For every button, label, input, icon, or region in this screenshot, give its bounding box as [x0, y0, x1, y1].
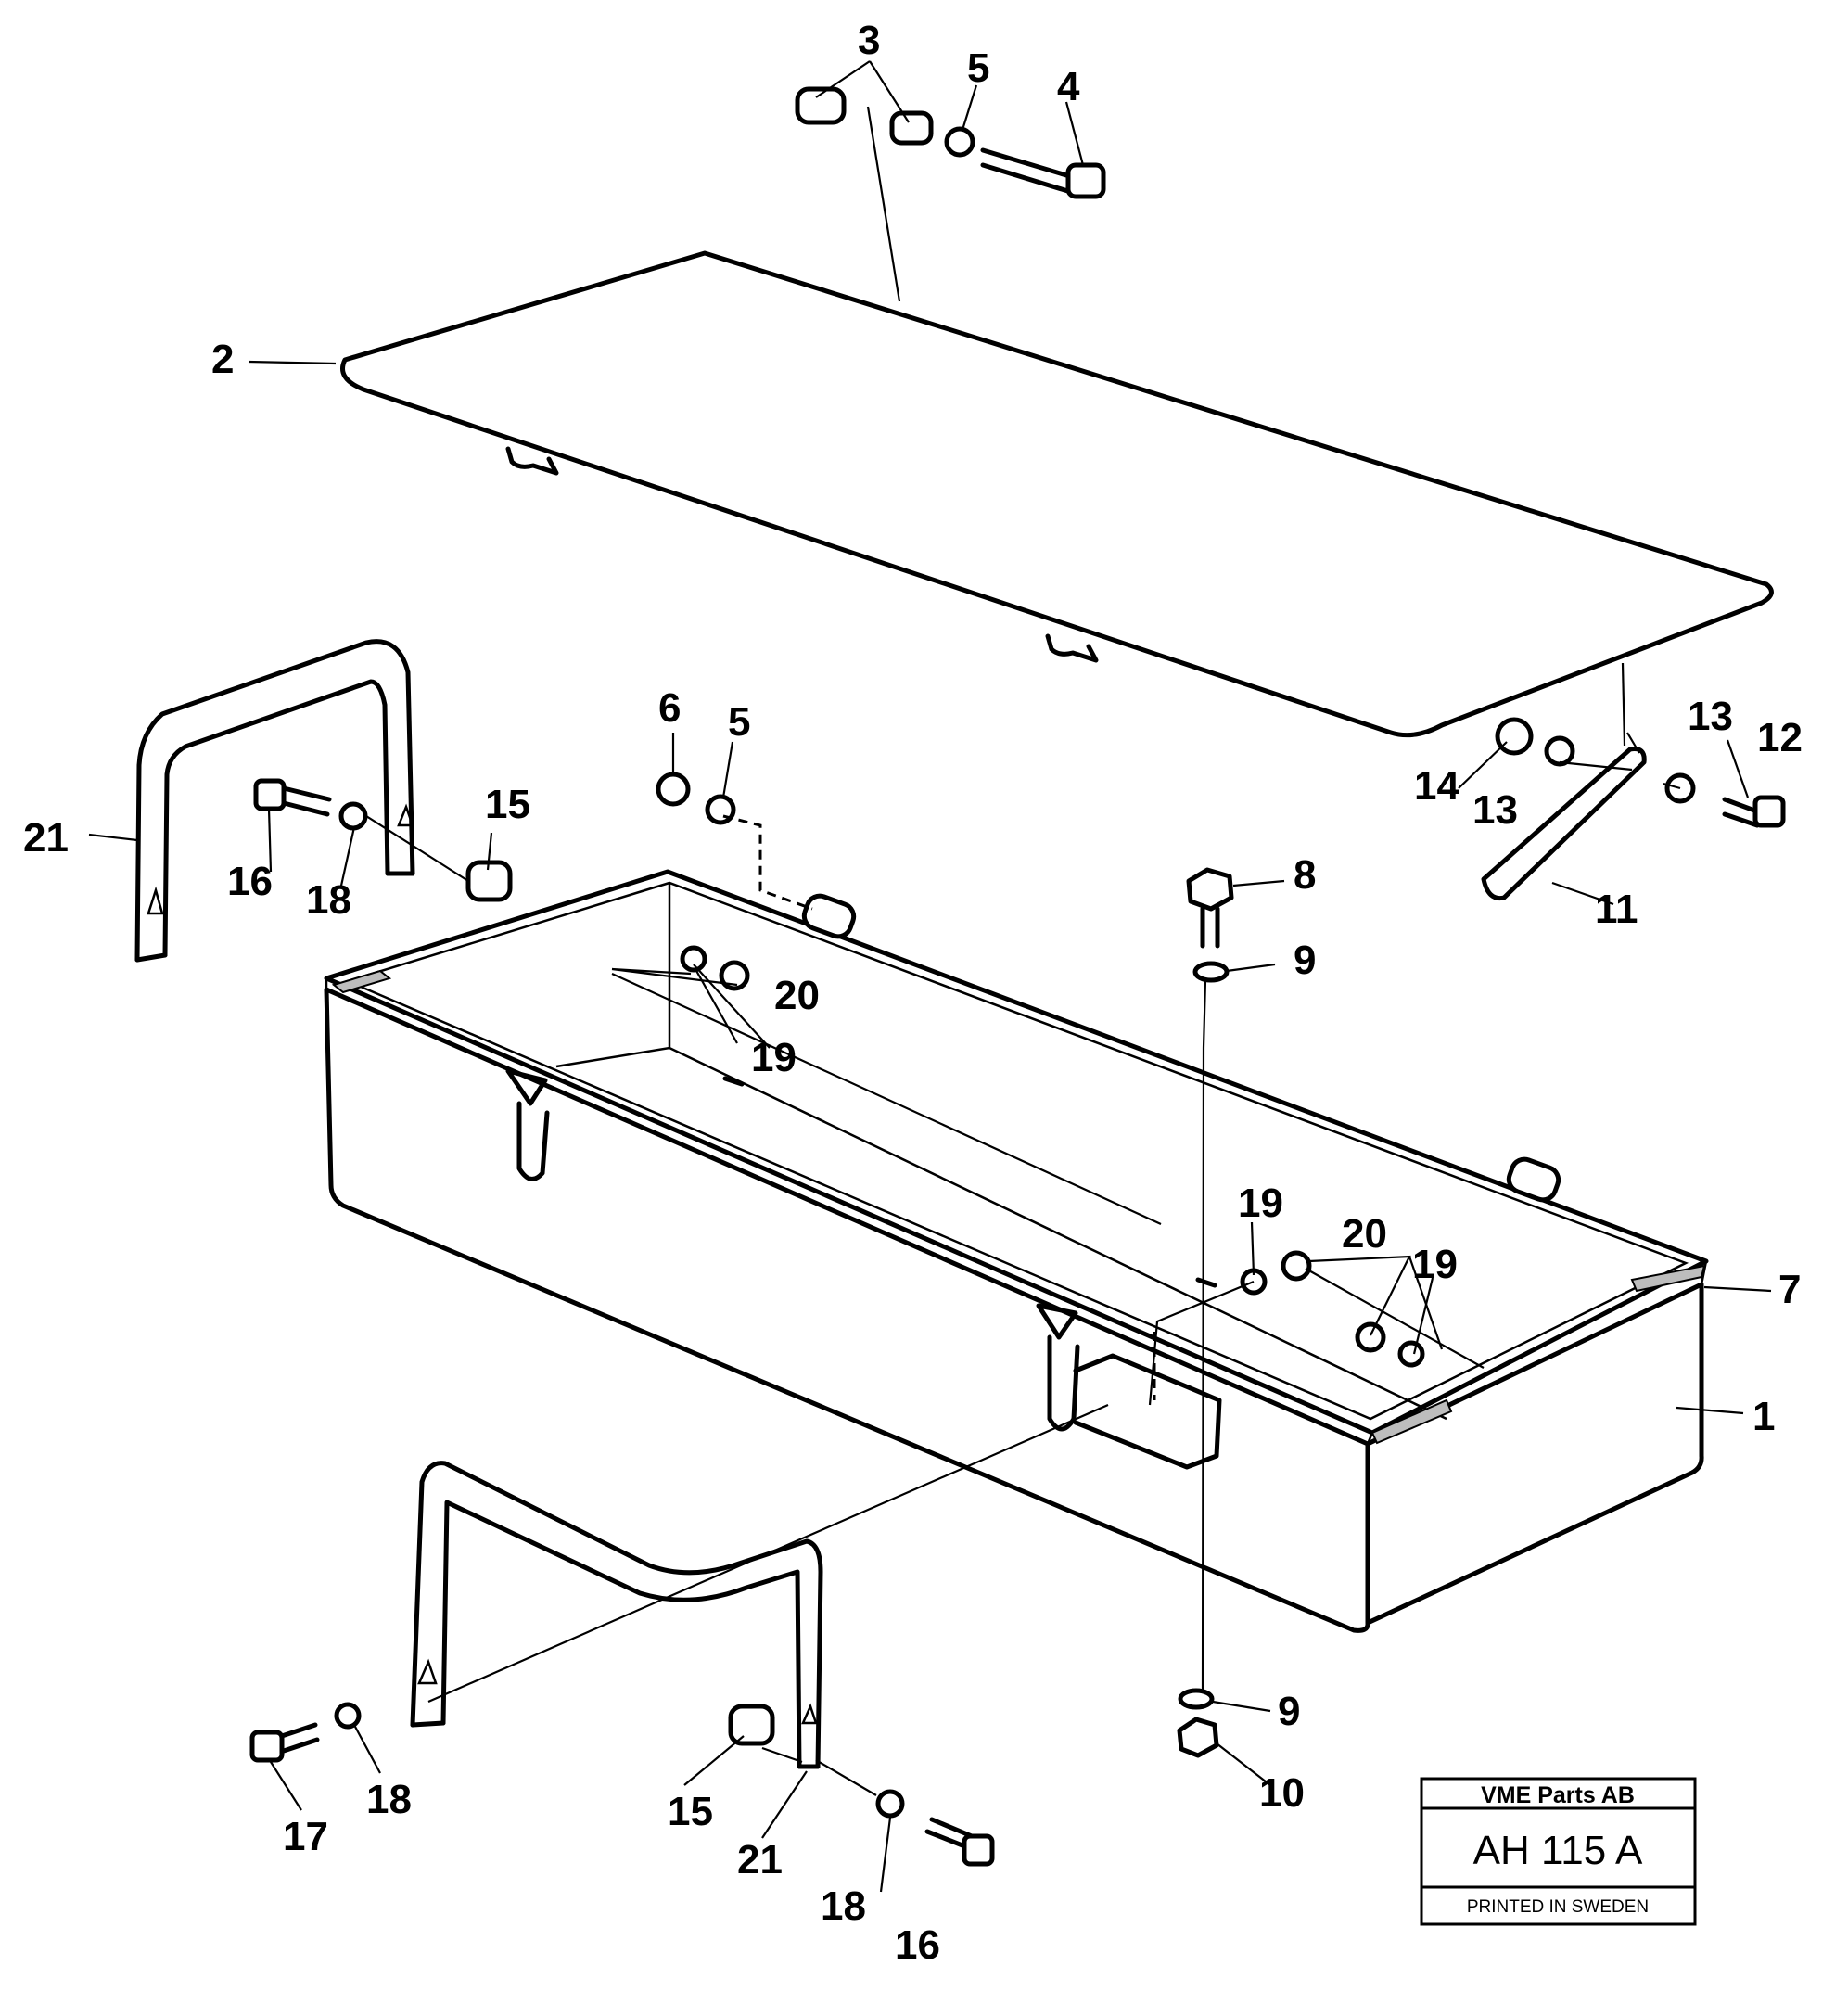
callout-15: 15 [668, 1789, 713, 1834]
callout-9: 9 [1278, 1689, 1300, 1734]
callout-21: 21 [23, 815, 69, 861]
leader-lines [88, 60, 1772, 1893]
callout-12: 12 [1757, 715, 1803, 760]
callout-9: 9 [1294, 938, 1316, 983]
title-block: VME Parts AB AH 115 A PRINTED IN SWEDEN [1420, 1777, 1697, 1926]
box-part-1 [324, 869, 1709, 1633]
callout-6: 6 [658, 685, 681, 731]
callout-14: 14 [1414, 763, 1459, 809]
handle-lower-part-21 [410, 1461, 823, 1769]
callout-5: 5 [728, 699, 750, 745]
callout-4: 4 [1057, 64, 1080, 109]
title-block-drawing-code: AH 115 A [1473, 1828, 1643, 1873]
handle-upper-part-21 [134, 639, 415, 963]
title-block-footer: PRINTED IN SWEDEN [1467, 1897, 1649, 1917]
callout-13: 13 [1472, 787, 1518, 833]
callout-7: 7 [1778, 1267, 1801, 1312]
callout-8: 8 [1294, 852, 1316, 898]
callout-21: 21 [737, 1837, 783, 1883]
callout-18: 18 [366, 1777, 412, 1822]
callout-labels: 3 5 4 2 6 5 15 21 16 18 13 12 14 13 11 8… [23, 18, 1803, 1968]
callout-2: 2 [211, 337, 234, 382]
callout-16: 16 [895, 1922, 940, 1968]
callout-20: 20 [1342, 1211, 1387, 1257]
fasteners [249, 86, 1786, 1867]
callout-1: 1 [1752, 1394, 1775, 1439]
callout-17: 17 [283, 1814, 328, 1859]
callout-19: 19 [1412, 1242, 1458, 1287]
callout-13: 13 [1688, 694, 1733, 739]
callout-11: 11 [1595, 887, 1638, 932]
callout-18: 18 [306, 877, 351, 923]
callout-19: 19 [1238, 1181, 1283, 1226]
title-block-company: VME Parts AB [1481, 1782, 1635, 1808]
callout-3: 3 [858, 18, 880, 63]
callout-19: 19 [751, 1035, 797, 1080]
callout-16: 16 [227, 859, 273, 904]
callout-15: 15 [485, 782, 530, 827]
callout-18: 18 [821, 1883, 866, 1929]
callout-5: 5 [967, 45, 989, 91]
lid-part-2 [340, 250, 1774, 738]
callout-20: 20 [774, 973, 820, 1018]
callout-10: 10 [1259, 1770, 1305, 1816]
